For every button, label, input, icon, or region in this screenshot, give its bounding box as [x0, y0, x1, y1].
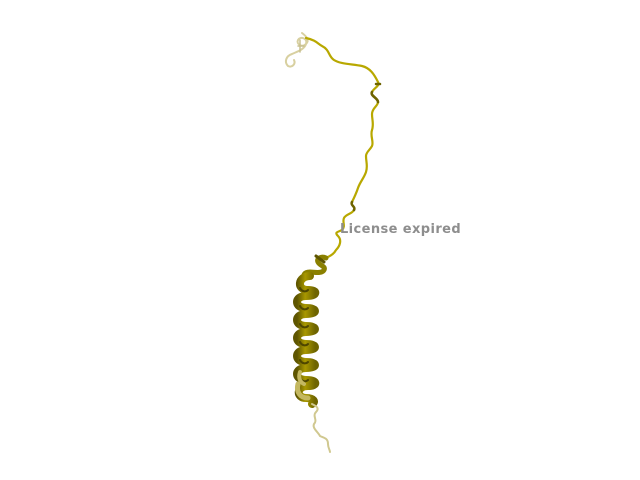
license-expired-watermark: License expired [340, 222, 462, 237]
c-terminal-coil [311, 403, 331, 453]
coil-region [304, 36, 382, 260]
alpha-helix [293, 272, 320, 408]
n-terminal-loop [284, 32, 309, 68]
